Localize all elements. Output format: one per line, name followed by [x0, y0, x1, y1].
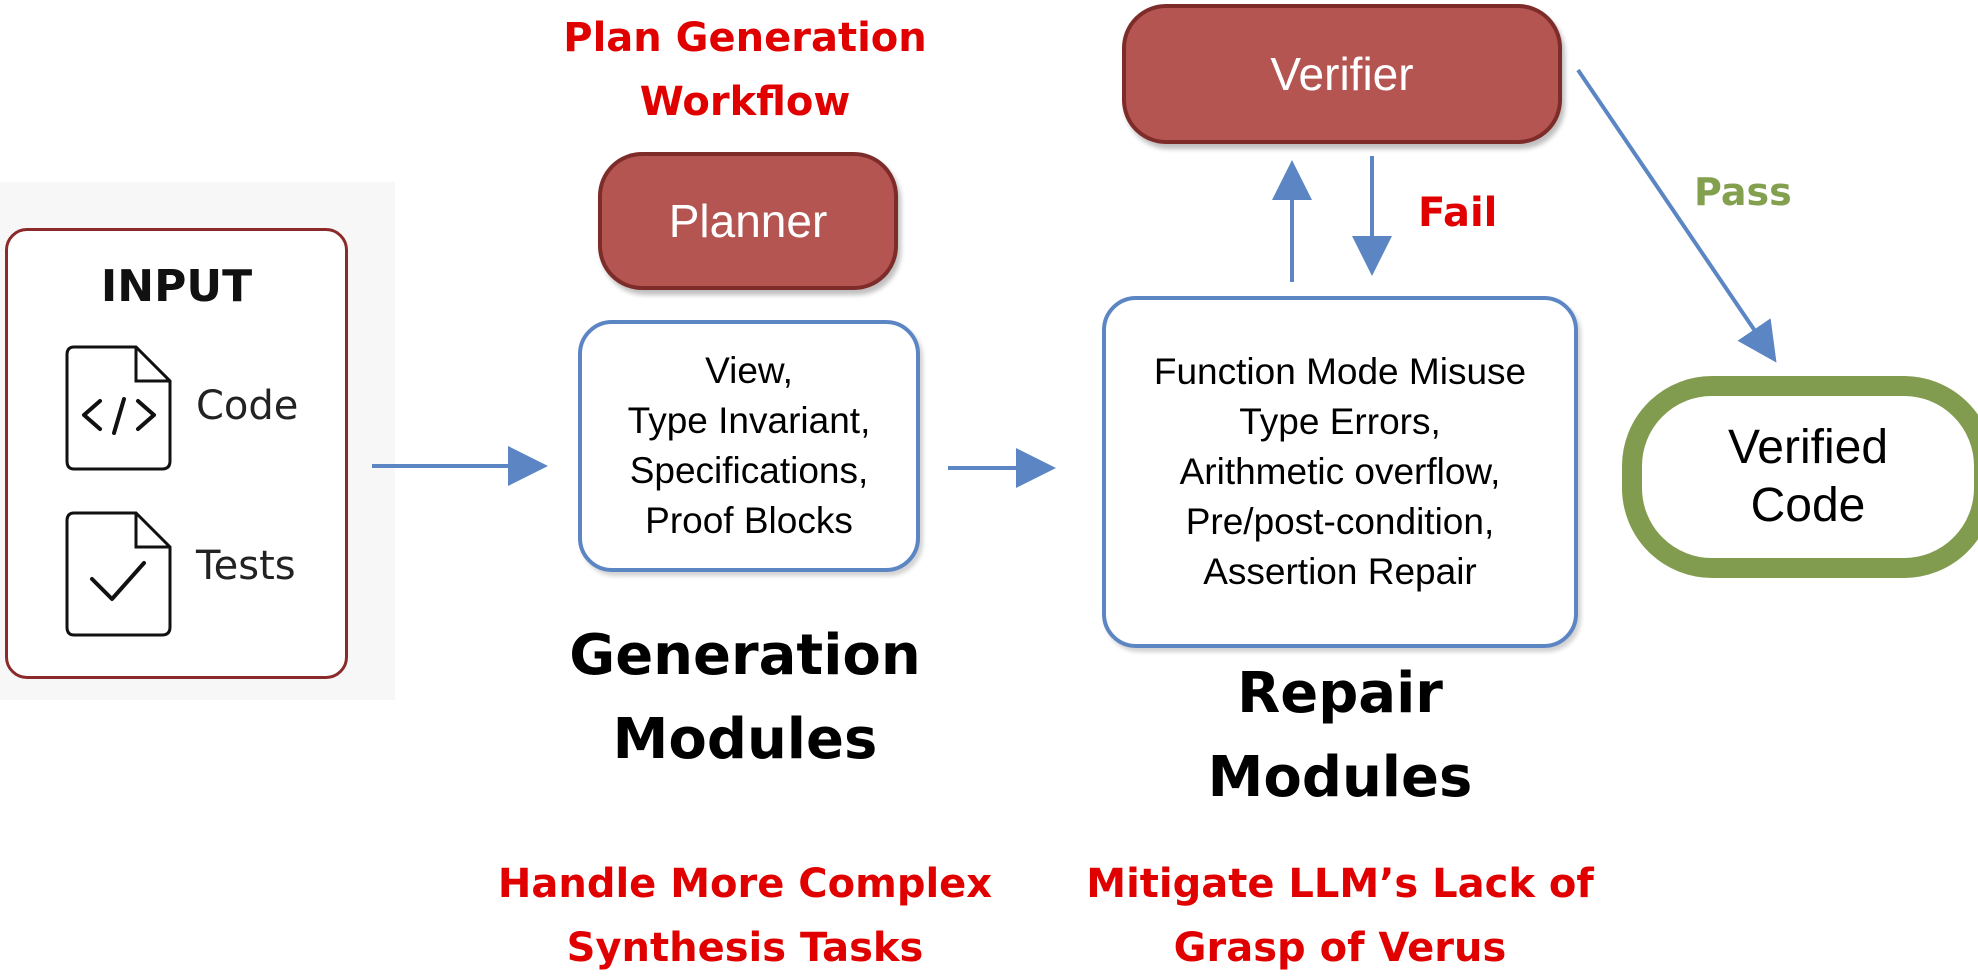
verified-code-line-2: Code [1750, 479, 1866, 532]
generation-item: Specifications, [629, 450, 869, 491]
code-label: Code [196, 383, 299, 429]
planner-label: Planner [668, 195, 828, 247]
workflow-caption: Plan Generation Workflow [520, 6, 970, 134]
input-title: INPUT [100, 261, 253, 312]
generation-item: Proof Blocks [645, 500, 853, 541]
repair-heading-line-2: Modules [1207, 745, 1473, 810]
workflow-caption-line-1: Plan Generation [563, 15, 927, 61]
verifier-box: Verifier [1122, 4, 1562, 144]
repair-item: Assertion Repair [1203, 551, 1477, 592]
generation-heading-line-2: Modules [612, 707, 878, 772]
generation-caption-line-1: Handle More Complex [497, 861, 993, 907]
pass-label: Pass [1694, 170, 1792, 214]
verifier-label: Verifier [1270, 48, 1414, 100]
generation-modules-box: View, Type Invariant, Specifications, Pr… [578, 320, 920, 572]
repair-modules-box: Function Mode Misuse Type Errors, Arithm… [1102, 296, 1578, 648]
repair-item: Function Mode Misuse [1153, 351, 1527, 392]
verified-code-line-1: Verified [1727, 421, 1889, 474]
input-card: INPUT Code Tests [5, 228, 348, 679]
code-document-icon [64, 343, 174, 473]
planner-box: Planner [598, 152, 898, 290]
verified-code-node: Verified Code [1622, 376, 1978, 578]
checkmark-document-icon [64, 509, 174, 639]
workflow-caption-line-2: Workflow [639, 79, 851, 125]
generation-item: View, [705, 350, 793, 391]
repair-caption-line-1: Mitigate LLM’s Lack of [1086, 861, 1594, 907]
repair-heading: Repair Modules [1110, 652, 1570, 820]
repair-item: Pre/post-condition, [1185, 501, 1495, 542]
fail-label: Fail [1418, 190, 1498, 236]
generation-heading: Generation Modules [520, 614, 970, 782]
repair-item: Type Errors, [1239, 401, 1441, 442]
generation-caption: Handle More Complex Synthesis Tasks [480, 852, 1010, 980]
repair-caption: Mitigate LLM’s Lack of Grasp of Verus [1060, 852, 1620, 980]
repair-caption-line-2: Grasp of Verus [1173, 925, 1507, 971]
generation-heading-line-1: Generation [569, 623, 921, 688]
tests-label: Tests [196, 543, 296, 589]
verifier-pass-arrow [1576, 68, 1777, 363]
repair-heading-line-1: Repair [1237, 661, 1443, 726]
generation-caption-line-2: Synthesis Tasks [566, 925, 924, 971]
generation-item: Type Invariant, [627, 400, 871, 441]
repair-item: Arithmetic overflow, [1179, 451, 1501, 492]
